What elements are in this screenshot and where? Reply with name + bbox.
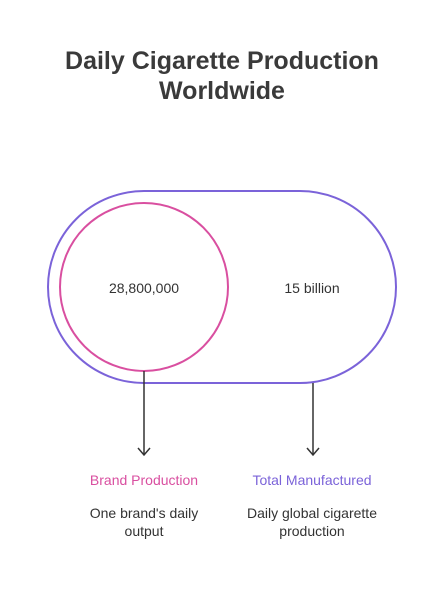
title-line-2: Worldwide <box>159 77 285 105</box>
total-manufactured-label: Total Manufactured <box>252 472 372 488</box>
brand-arrow <box>137 371 151 457</box>
title-line-1: Daily Cigarette Production <box>65 47 379 75</box>
total-manufactured-description: Daily global cigarette production <box>247 505 377 539</box>
brand-production-description: One brand's daily output <box>89 505 199 539</box>
page-title: Daily Cigarette Production Worldwide <box>0 46 444 106</box>
outer-pill-shape <box>47 190 397 384</box>
total-arrow <box>306 383 320 457</box>
outer-value: 15 billion <box>284 280 340 296</box>
inner-value: 28,800,000 <box>108 280 180 296</box>
brand-production-label: Brand Production <box>89 472 199 488</box>
